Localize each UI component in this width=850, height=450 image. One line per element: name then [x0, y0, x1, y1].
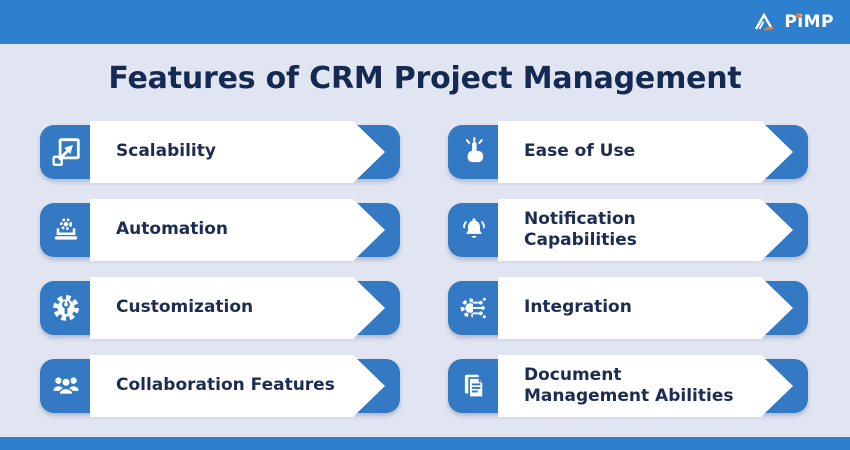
feature-bar: Integration — [498, 277, 793, 339]
feature-label: Automation — [116, 219, 228, 240]
feature-label: Scalability — [116, 141, 216, 162]
feature-label: Ease of Use — [524, 141, 636, 162]
tap-hand-icon — [465, 137, 484, 163]
feature-item-scalability: Scalability — [40, 121, 400, 183]
feature-label: Notification Capabilities — [524, 208, 637, 250]
scale-expand-icon — [52, 138, 80, 167]
feature-item-integration: Integration — [448, 277, 808, 339]
brand-wordmark: PiMP — [784, 12, 834, 32]
feature-bar: Ease of Use — [498, 121, 793, 183]
feature-bar: Document Management Abilities — [498, 355, 793, 417]
brand-i-dot — [796, 13, 802, 18]
feature-item-automation: Automation — [40, 199, 400, 261]
people-group-icon — [53, 377, 79, 396]
gear-circuit-icon — [460, 296, 486, 320]
feature-label: Collaboration Features — [116, 375, 335, 396]
features-grid: Scalability Ease of Use Automation — [40, 121, 808, 417]
feature-bar: Collaboration Features — [90, 355, 385, 417]
page-title: Features of CRM Project Management — [108, 61, 742, 96]
laptop-gear-icon — [54, 218, 78, 240]
feature-item-document-management-abilities: Document Management Abilities — [448, 355, 808, 417]
header-bar: PiMP — [0, 0, 850, 44]
documents-icon — [464, 374, 484, 399]
feature-bar: Customization — [90, 277, 385, 339]
bell-icon — [463, 218, 485, 238]
brand-logo: PiMP — [753, 12, 834, 32]
feature-item-ease-of-use: Ease of Use — [448, 121, 808, 183]
feature-label: Integration — [524, 297, 632, 318]
gear-wrench-icon — [53, 295, 79, 321]
feature-label: Customization — [116, 297, 254, 318]
brand-triangle-icon — [755, 12, 774, 31]
feature-item-customization: Customization — [40, 277, 400, 339]
feature-item-collaboration-features: Collaboration Features — [40, 355, 400, 417]
feature-item-notification-capabilities: Notification Capabilities — [448, 199, 808, 261]
feature-label: Document Management Abilities — [524, 364, 734, 406]
feature-bar: Automation — [90, 199, 385, 261]
feature-bar: Scalability — [90, 121, 385, 183]
footer-bar — [0, 437, 850, 450]
feature-bar: Notification Capabilities — [498, 199, 793, 261]
